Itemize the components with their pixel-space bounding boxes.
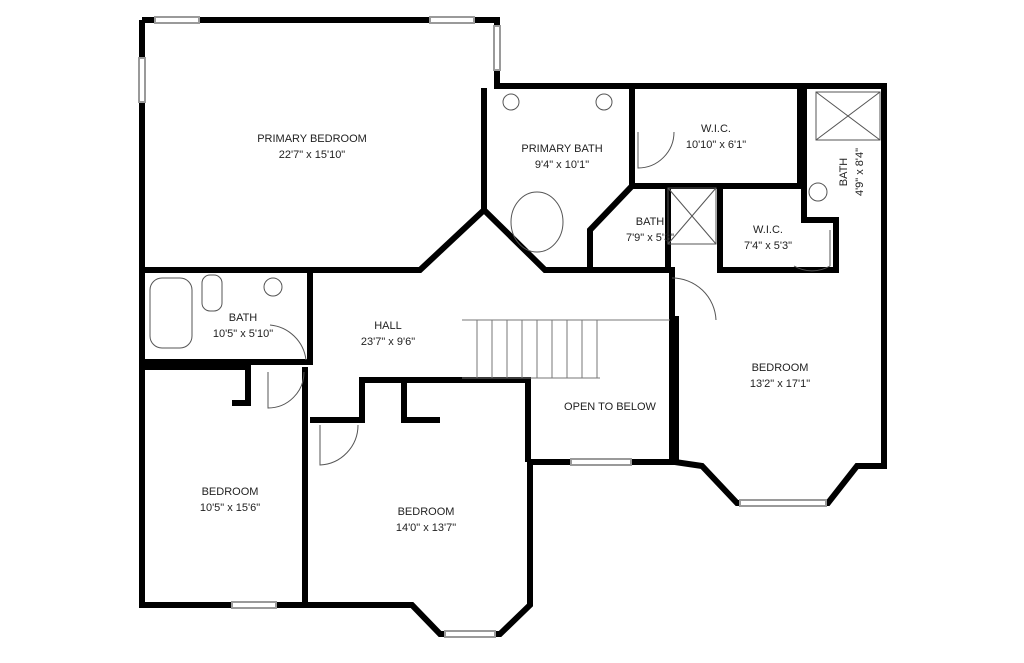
- room-name: OPEN TO BELOW: [564, 401, 656, 413]
- room-label-open-to-below: OPEN TO BELOW: [564, 399, 656, 415]
- room-name: BATH: [838, 157, 850, 187]
- wic2-wall: [668, 88, 839, 273]
- room-label-wic-1: W.I.C. 10'10" x 6'1": [686, 121, 746, 153]
- room-name: PRIMARY BEDROOM: [257, 133, 367, 145]
- room-name: BATH: [228, 312, 258, 324]
- room-label-bath-small-right: BATH 4'9" x 8'4": [836, 148, 868, 196]
- primary-bedroom-wall: [142, 205, 590, 273]
- room-name: W.I.C.: [753, 224, 783, 236]
- room-name: HALL: [374, 320, 402, 332]
- stairs: [462, 319, 670, 379]
- room-name: BEDROOM: [201, 486, 259, 498]
- room-label-bedroom-left: BEDROOM 10'5" x 15'6": [200, 484, 260, 516]
- room-label-bath-mid: BATH 7'9" x 5'3": [626, 214, 674, 246]
- room-name: W.I.C.: [701, 123, 731, 135]
- room-label-primary-bedroom: PRIMARY BEDROOM 22'7" x 15'10": [257, 131, 367, 163]
- room-label-bedroom-right: BEDROOM 13'2" x 17'1": [750, 360, 810, 392]
- room-label-bath-left: BATH 10'5" x 5'10": [213, 310, 273, 342]
- bath-left-walls: [142, 270, 313, 365]
- room-size: 10'5" x 5'10": [212, 328, 274, 340]
- room-label-wic-2: W.I.C. 7'4" x 5'3": [744, 222, 792, 254]
- hall-top-wall: [590, 267, 675, 300]
- room-size: 13'2" x 17'1": [749, 378, 811, 390]
- room-size: 10'10" x 6'1": [685, 139, 747, 151]
- outer-wall: [139, 17, 887, 637]
- room-size: 7'4" x 5'3": [743, 240, 793, 252]
- room-size: 7'9" x 5'3": [625, 232, 675, 244]
- bedroom-mid-wall: [310, 377, 531, 462]
- room-label-primary-bath: PRIMARY BATH 9'4" x 10'1": [521, 141, 602, 173]
- fixtures: [149, 91, 881, 466]
- room-name: BATH: [635, 216, 665, 228]
- room-size: 9'4" x 10'1": [534, 159, 590, 171]
- room-size: 22'7" x 15'10": [278, 149, 346, 161]
- room-name: BEDROOM: [751, 362, 809, 374]
- room-size: 10'5" x 15'6": [199, 502, 261, 514]
- room-label-bedroom-middle: BEDROOM 14'0" x 13'7": [396, 504, 456, 536]
- room-size: 23'7" x 9'6": [360, 336, 416, 348]
- closet-wall: [142, 364, 251, 406]
- windows: [138, 16, 827, 638]
- room-name: BEDROOM: [397, 506, 455, 518]
- closet-div: [401, 380, 440, 423]
- room-size: 14'0" x 13'7": [395, 522, 457, 534]
- room-name: PRIMARY BATH: [521, 143, 603, 155]
- room-label-hall: HALL 23'7" x 9'6": [361, 318, 415, 350]
- room-size: 4'9" x 8'4": [854, 147, 866, 197]
- walls: [139, 17, 887, 637]
